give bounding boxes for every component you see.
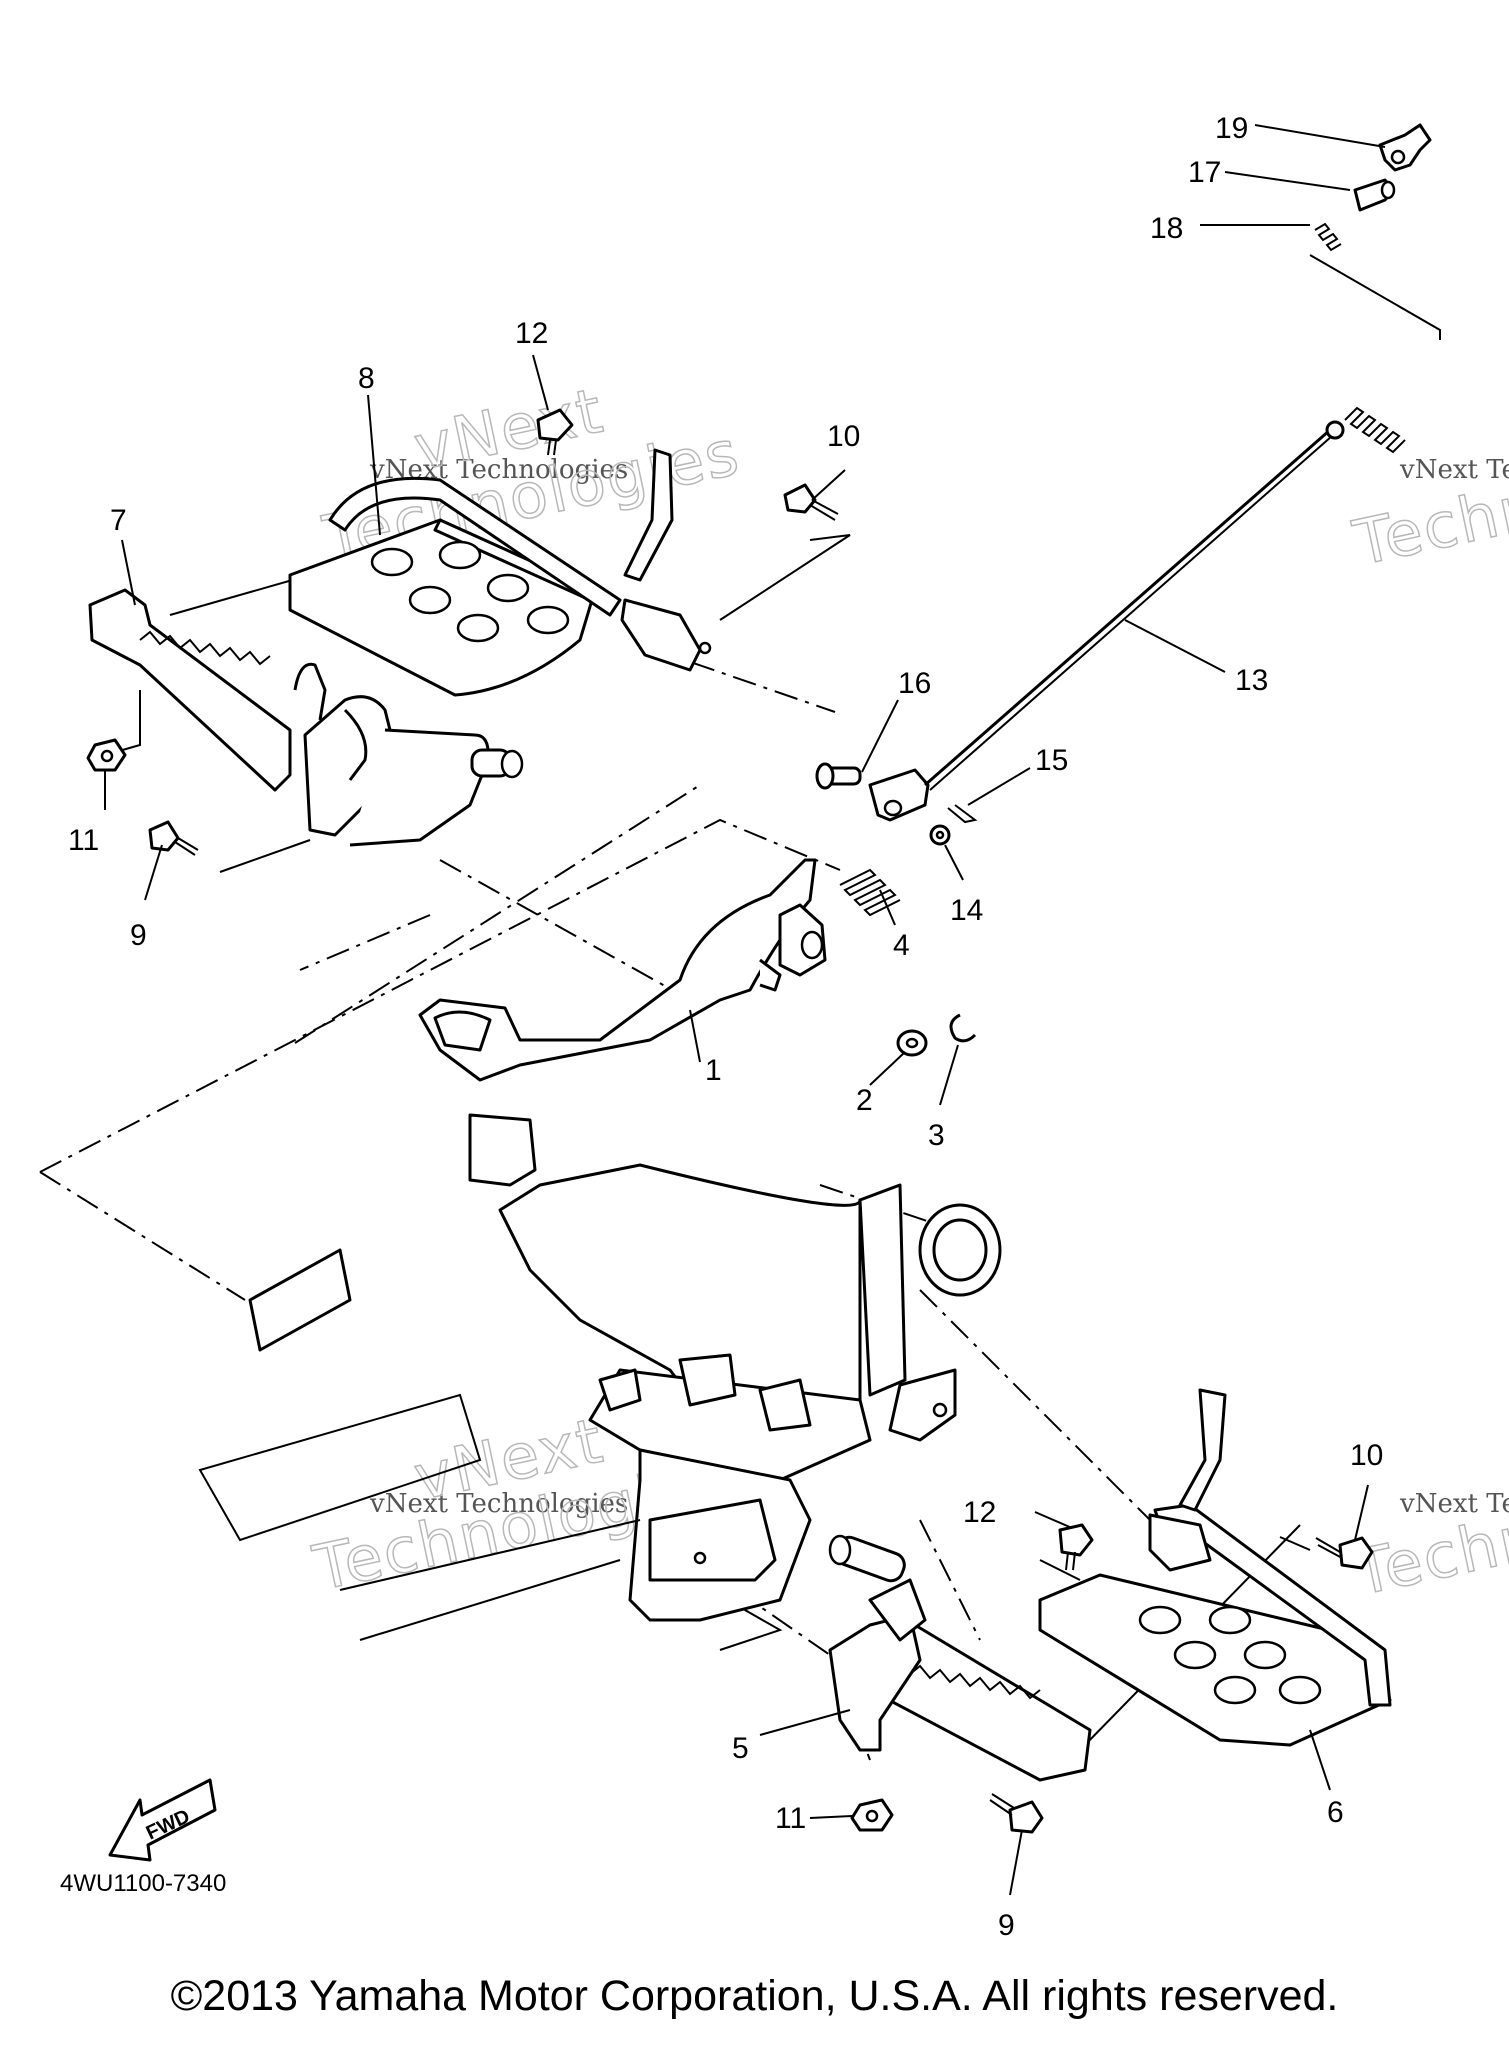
diagram-code: 4WU1100-7340 (60, 1870, 227, 1897)
nut-11-bottom (850, 1798, 894, 1832)
callout-13: 13 (1235, 664, 1268, 697)
brake-rod (924, 406, 1406, 791)
bolt-10-bottom (1315, 1536, 1374, 1570)
brake-pedal (418, 858, 827, 1082)
bolt-12-top (536, 408, 574, 456)
callout-leaders (104, 124, 1386, 1896)
collar-17 (1353, 178, 1396, 212)
callout-5: 5 (732, 1732, 749, 1765)
svg-text:Technologies: Technologies (1347, 1450, 1509, 1609)
callout-10-bottom: 10 (1350, 1439, 1383, 1472)
callouts: 1 2 3 4 5 6 7 8 9 9 10 10 11 11 12 12 13… (68, 112, 1383, 1942)
callout-12-bottom: 12 (963, 1496, 996, 1529)
bolt-10-top (783, 483, 839, 521)
svg-text:Technologies: Technologies (1347, 420, 1509, 579)
washer-14 (929, 824, 951, 846)
fwd-arrow-icon: FWD (108, 1778, 217, 1862)
bolt-9-bottom (989, 1793, 1044, 1834)
upper-footrest-plate (288, 448, 712, 697)
callout-14: 14 (950, 894, 983, 927)
vehicle-frame (198, 1113, 1002, 1641)
callout-2: 2 (856, 1084, 873, 1117)
cotter-pin-15 (947, 804, 978, 824)
callout-7: 7 (110, 504, 127, 537)
watermark-right-top: vNext Technologies Technologies (1346, 420, 1509, 581)
callout-11-bottom: 11 (775, 1802, 806, 1835)
bolt-9-top (148, 820, 199, 856)
svg-text:vNext Technologies: vNext Technologies (369, 1489, 628, 1519)
callout-17: 17 (1188, 156, 1221, 189)
watermark-right-bottom: vNext Technologies Technologies (1346, 1450, 1509, 1611)
callout-18: 18 (1150, 212, 1183, 245)
callout-16: 16 (898, 667, 931, 700)
clevis-pin-16 (815, 762, 862, 790)
callout-6: 6 (1327, 1796, 1344, 1829)
callout-3: 3 (928, 1119, 945, 1152)
wing-nut-19 (1378, 123, 1432, 172)
callout-4: 4 (893, 929, 910, 962)
callout-1: 1 (705, 1054, 722, 1087)
svg-text:vNext Technologies: vNext Technologies (1399, 455, 1509, 485)
clevis-joint (868, 768, 930, 822)
circlip-3 (949, 1013, 977, 1043)
lower-footrest-plate (1038, 1388, 1392, 1747)
callout-12-top: 12 (515, 317, 548, 350)
svg-text:vNext Technologies: vNext Technologies (1399, 1489, 1509, 1519)
callout-9-bottom: 9 (998, 1909, 1015, 1942)
callout-10-top: 10 (827, 420, 860, 453)
copyright-notice: ©2013 Yamaha Motor Corporation, U.S.A. A… (170, 1972, 1339, 2020)
callout-9-top: 9 (130, 919, 147, 952)
callout-15: 15 (1035, 744, 1068, 777)
callout-19: 19 (1215, 112, 1248, 145)
callout-8: 8 (358, 362, 375, 395)
right-footrest-peg (828, 1534, 1092, 1782)
washer-2 (896, 1029, 928, 1057)
left-footrest-peg (88, 588, 524, 847)
bolt-12-bottom (1058, 1523, 1094, 1571)
callout-11-top: 11 (68, 824, 99, 857)
nut-11-top (86, 738, 127, 772)
spring-4 (839, 868, 901, 917)
spring-18 (1314, 222, 1342, 252)
